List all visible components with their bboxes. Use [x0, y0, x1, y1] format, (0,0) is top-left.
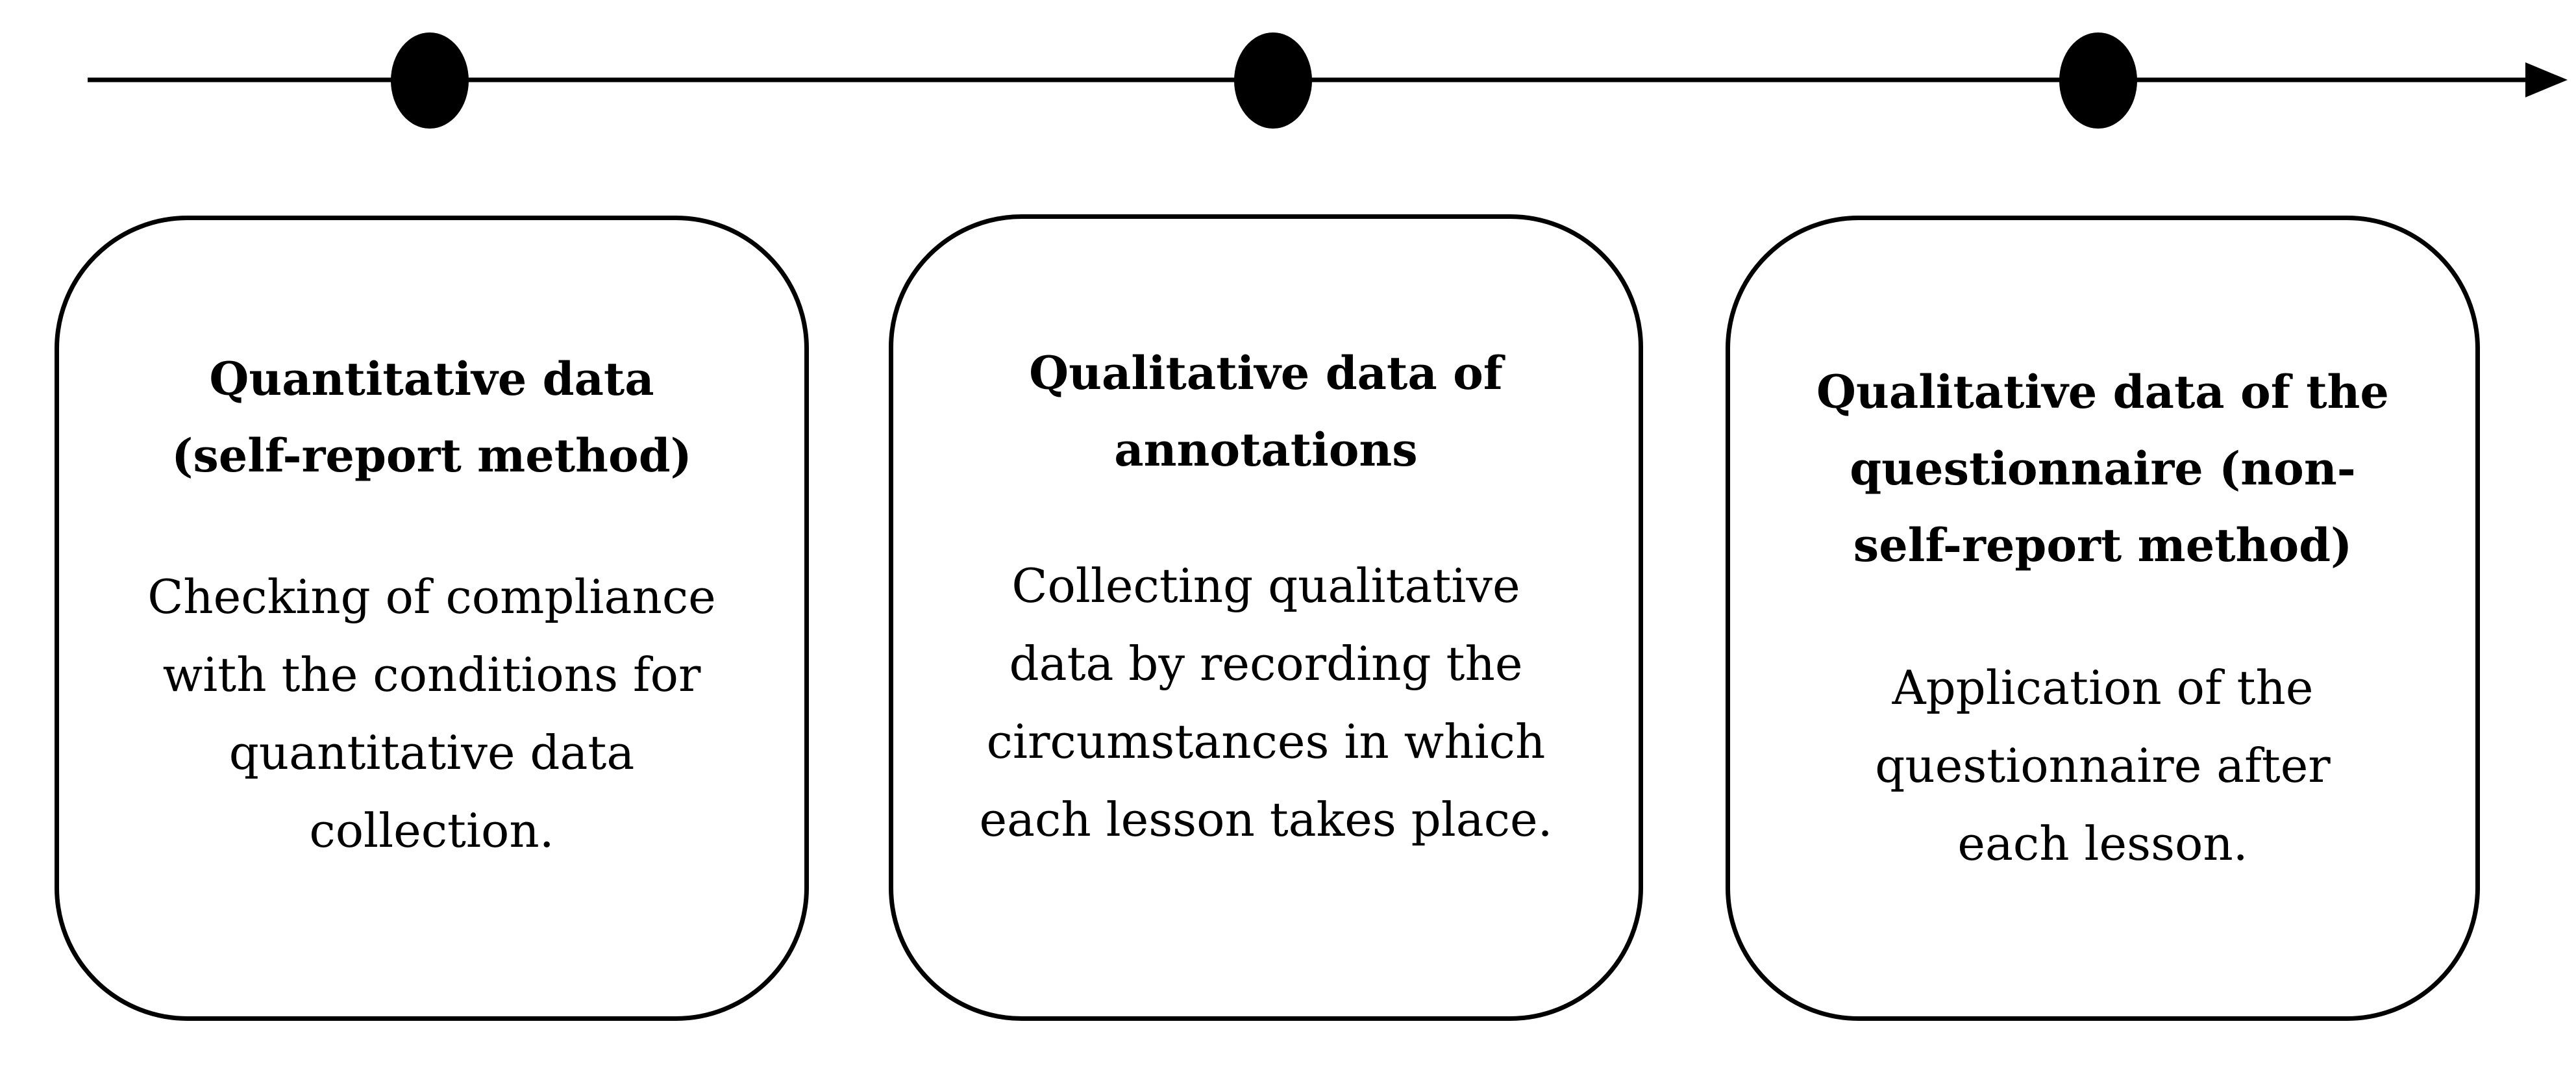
card-description: Collecting qualitative data by recording…	[979, 558, 1553, 847]
stage-card-quantitative-self-report: Quantitative data (self-report method) C…	[55, 216, 809, 1021]
card-title: Quantitative data (self-report method)	[171, 352, 692, 482]
card-description: Application of the questionnaire after e…	[1875, 660, 2331, 871]
card-title: Qualitative data of the questionnaire (n…	[1816, 365, 2389, 572]
stage-card-qualitative-annotations: Qualitative data of annotations Collecti…	[889, 214, 1643, 1021]
card-description: Checking of compliance with the conditio…	[147, 570, 716, 858]
timeline-marker-3	[2059, 32, 2137, 129]
card-title: Qualitative data of annotations	[1029, 346, 1503, 477]
stage-card-qualitative-questionnaire: Qualitative data of the questionnaire (n…	[1726, 216, 2480, 1021]
timeline-arrowhead	[2525, 62, 2568, 97]
timeline-marker-2	[1234, 32, 1312, 129]
timeline-marker-1	[391, 32, 469, 129]
timeline	[88, 32, 2568, 129]
